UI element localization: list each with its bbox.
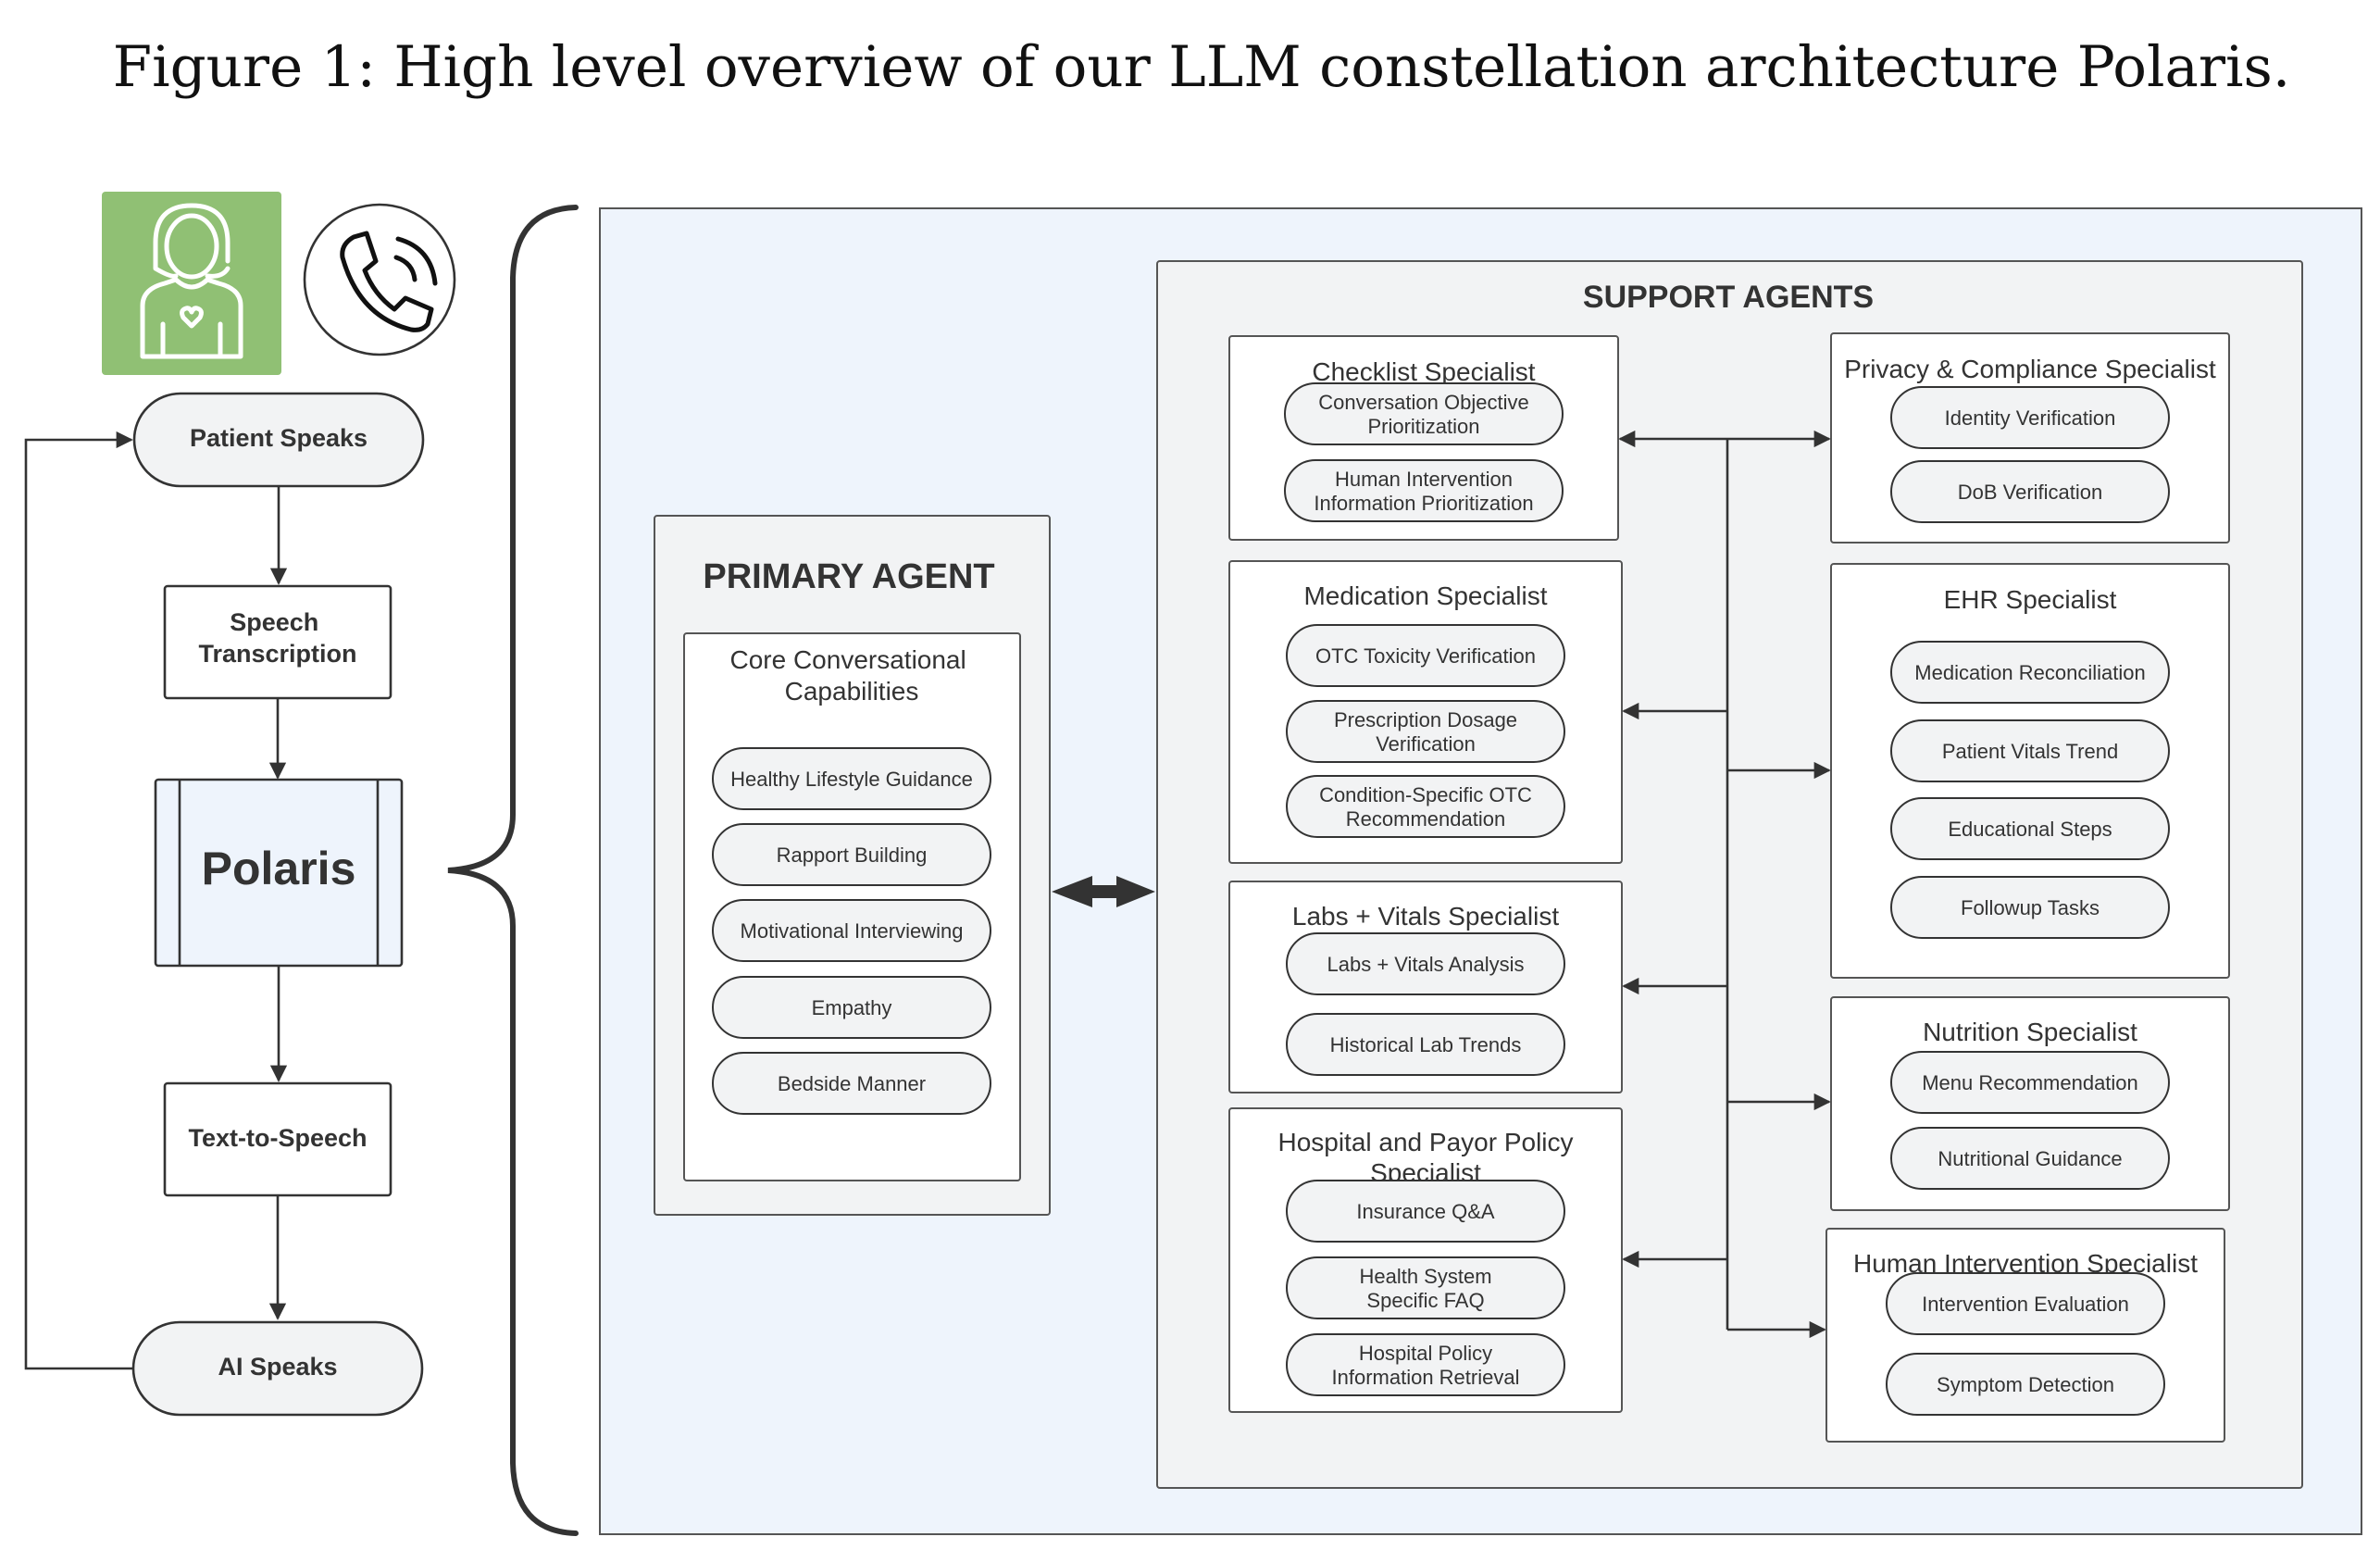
capability-label: Followup Tasks	[1961, 896, 2100, 919]
capability-label: Recommendation	[1346, 807, 1505, 831]
phone-call-icon	[303, 203, 456, 356]
polaris-label: Polaris	[202, 843, 356, 894]
capability-label: Condition-Specific OTC	[1319, 783, 1532, 806]
capability-pill: Educational Steps	[1890, 797, 2170, 860]
capability-label: Motivational Interviewing	[741, 919, 964, 943]
capability-pill: Intervention Evaluation	[1886, 1272, 2165, 1335]
capability-pill: Rapport Building	[712, 823, 991, 886]
capability-label: Menu Recommendation	[1922, 1071, 2138, 1094]
capability-label: Health System	[1359, 1265, 1491, 1288]
nutrition-specialist-title: Nutrition Specialist	[1923, 1018, 2137, 1046]
capability-pill: Nutritional Guidance	[1890, 1127, 2170, 1190]
capability-pill: Empathy	[712, 976, 991, 1039]
capability-label: Rapport Building	[777, 843, 928, 867]
speech-transcription-label: Speech Transcription	[198, 608, 356, 668]
figure-caption: Figure 1: High level overview of our LLM…	[113, 34, 2290, 100]
brace	[447, 205, 579, 1536]
capability-pill: Historical Lab Trends	[1286, 1013, 1565, 1076]
capability-label: Human Intervention	[1335, 468, 1513, 491]
capability-pill: Followup Tasks	[1890, 876, 2170, 939]
capability-label: Prioritization	[1367, 415, 1479, 438]
text-to-speech-label: Text-to-Speech	[188, 1124, 367, 1152]
capability-pill: Menu Recommendation	[1890, 1051, 2170, 1114]
hospital-and-payor-policy-specialist-box: Hospital and Payor PolicySpecialistInsur…	[1228, 1107, 1623, 1413]
capability-label: Intervention Evaluation	[1922, 1293, 2129, 1316]
patient-speaks-label: Patient Speaks	[190, 424, 368, 452]
primary-agent-title: PRIMARY AGENT	[703, 557, 994, 596]
capability-pill: Motivational Interviewing	[712, 899, 991, 962]
capability-label: Hospital Policy	[1359, 1342, 1492, 1365]
capability-label: Historical Lab Trends	[1330, 1033, 1522, 1056]
flow-column: Patient Speaks Speech Transcription Pola…	[24, 392, 425, 1417]
checklist-specialist-title: Checklist Specialist	[1312, 357, 1535, 386]
capability-pill: DoB Verification	[1890, 460, 2170, 523]
capability-label: Insurance Q&A	[1356, 1200, 1495, 1223]
capability-label: Nutritional Guidance	[1938, 1147, 2122, 1170]
ai-speaks-label: AI Speaks	[218, 1353, 337, 1381]
labs-vitals-specialist-title: Labs + Vitals Specialist	[1292, 902, 1559, 931]
capability-label: DoB Verification	[1958, 481, 2103, 504]
capability-pill: Healthy Lifestyle Guidance	[712, 747, 991, 810]
capability-label: Empathy	[812, 996, 892, 1019]
capability-label: Healthy Lifestyle Guidance	[730, 768, 973, 791]
capability-pill: Labs + Vitals Analysis	[1286, 932, 1565, 995]
capability-label: Bedside Manner	[778, 1072, 926, 1095]
support-agents-panel: SUPPORT AGENTS Checklist SpecialistConve…	[1156, 260, 2303, 1489]
capability-label: Medication Reconciliation	[1914, 661, 2145, 684]
primary-support-arrow	[1052, 876, 1155, 907]
capability-label: OTC Toxicity Verification	[1315, 644, 1536, 668]
capability-pill: Medication Reconciliation	[1890, 641, 2170, 704]
capability-pill: Identity Verification	[1890, 386, 2170, 449]
capability-label: Information Prioritization	[1314, 492, 1533, 515]
support-agents-title: SUPPORT AGENTS	[1583, 280, 1874, 315]
core-capabilities-title: Core Conversational Capabilities	[729, 645, 973, 706]
capability-pill: Bedside Manner	[712, 1052, 991, 1115]
primary-agent-panel: PRIMARY AGENT Core Conversational Capabi…	[654, 515, 1051, 1216]
hospital-and-payor-policy-specialist-title: Hospital and Payor Policy	[1277, 1128, 1573, 1156]
capability-pill: Symptom Detection	[1886, 1353, 2165, 1416]
capability-pill: OTC Toxicity Verification	[1286, 624, 1565, 687]
capability-label: Patient Vitals Trend	[1942, 740, 2118, 763]
capability-label: Specific FAQ	[1366, 1289, 1484, 1312]
capability-pill: Patient Vitals Trend	[1890, 719, 2170, 782]
capability-label: Educational Steps	[1948, 818, 2112, 841]
nurse-avatar-icon	[102, 192, 281, 375]
capability-pill: Insurance Q&A	[1286, 1180, 1565, 1243]
capability-label: Symptom Detection	[1937, 1373, 2114, 1396]
human-intervention-specialist-box: Human Intervention SpecialistInterventio…	[1825, 1228, 2225, 1443]
capability-label: Conversation Objective	[1318, 391, 1528, 414]
capability-label: Verification	[1376, 732, 1476, 756]
ehr-specialist-title: EHR Specialist	[1944, 585, 2117, 614]
capability-label: Labs + Vitals Analysis	[1327, 953, 1525, 976]
privacy-compliance-specialist-box: Privacy & Compliance SpecialistIdentity …	[1830, 332, 2230, 544]
privacy-compliance-specialist-title: Privacy & Compliance Specialist	[1844, 355, 2216, 383]
medication-specialist-title: Medication Specialist	[1303, 581, 1547, 610]
capability-label: Prescription Dosage	[1334, 708, 1517, 731]
capability-label: Identity Verification	[1945, 406, 2116, 430]
feedback-loop-arrow	[24, 431, 133, 1370]
capability-label: Information Retrieval	[1332, 1366, 1520, 1389]
